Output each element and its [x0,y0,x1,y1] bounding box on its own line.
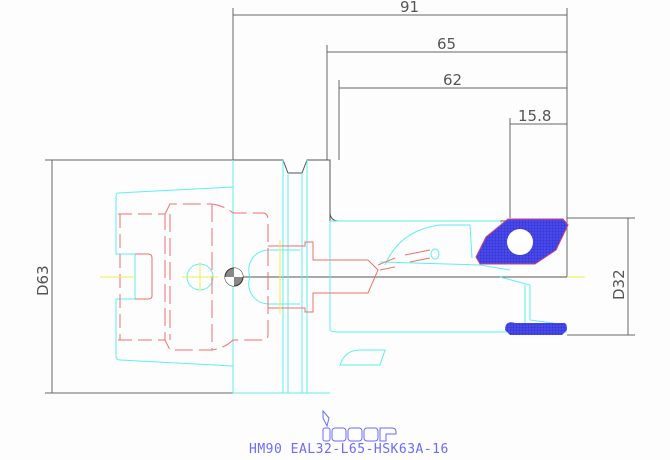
dim-62: 62 [443,71,462,89]
dim-65: 65 [437,35,456,53]
dimension-lines [45,8,635,394]
iscar-logo [322,409,397,442]
insert [475,218,569,335]
dim-15-8: 15.8 [518,107,551,125]
dim-d63: D63 [34,265,52,296]
drawing-title: HM90 EAL32-L65-HSK63A-16 [249,442,449,457]
dim-d32: D32 [610,269,628,300]
dim-91: 91 [400,0,419,16]
center-mark-icon [224,267,244,287]
